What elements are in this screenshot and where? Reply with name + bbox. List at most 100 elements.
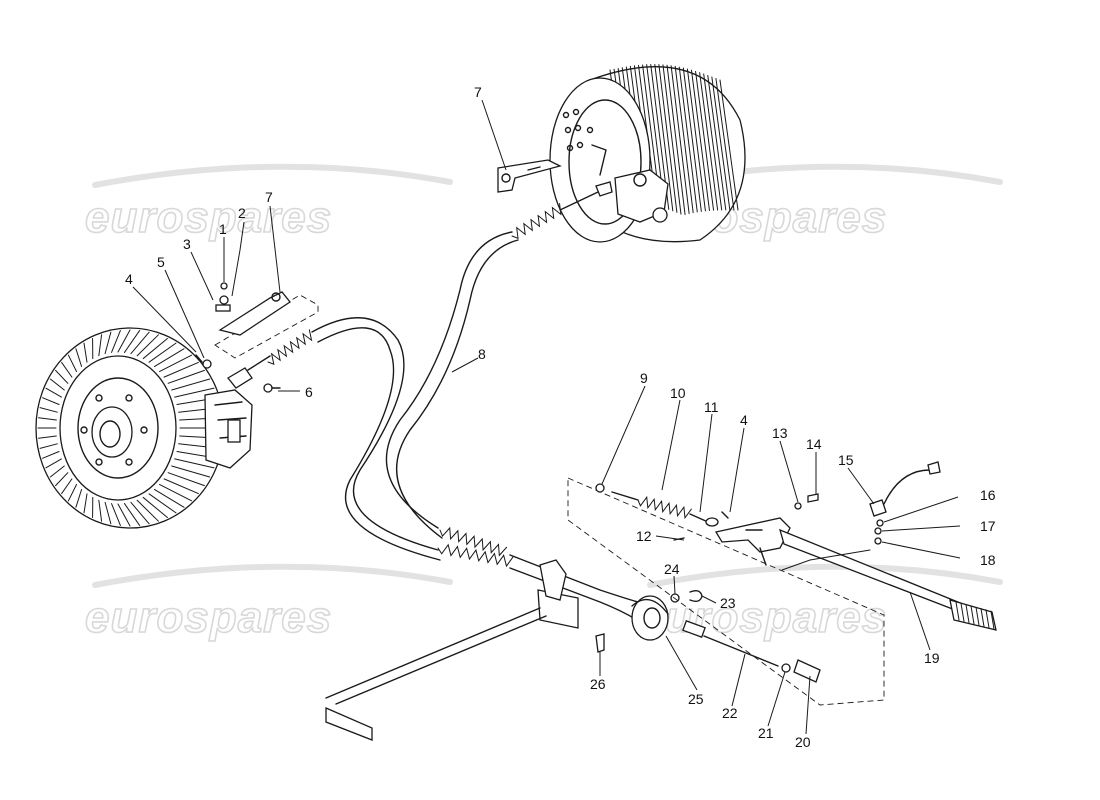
watermark-text: eurospares bbox=[640, 593, 887, 642]
callout-24: 24 bbox=[664, 561, 680, 577]
left-drum-fin bbox=[42, 397, 60, 406]
left-drum-fin bbox=[61, 478, 73, 495]
left-drum-fin bbox=[123, 503, 141, 526]
right-drum-fin bbox=[707, 74, 727, 211]
bolt-6 bbox=[263, 383, 273, 393]
left-drum-fin bbox=[174, 458, 215, 469]
callout-4b: 4 bbox=[740, 412, 748, 428]
leader-4 bbox=[132, 286, 197, 353]
callout-4: 4 bbox=[125, 271, 133, 287]
left-drum-fin bbox=[117, 329, 131, 353]
watermark-bottom-right: eurospares bbox=[639, 563, 1003, 643]
equalizer-assembly bbox=[325, 554, 703, 741]
right-drum-fin bbox=[674, 65, 694, 214]
leader-15 bbox=[847, 467, 875, 505]
callout-13: 13 bbox=[772, 425, 788, 441]
switch-15-connector bbox=[927, 461, 941, 475]
cable-spring-left-coil bbox=[267, 329, 313, 366]
grip-knurl bbox=[980, 608, 985, 627]
lever-ratchet-bracket bbox=[714, 517, 791, 553]
right-backplate-hole bbox=[576, 141, 584, 149]
washer-17 bbox=[874, 527, 882, 535]
right-drum-fin bbox=[666, 64, 686, 215]
right-brake-adjuster bbox=[652, 207, 668, 223]
leader-19 bbox=[909, 591, 931, 651]
left-drum-fin bbox=[148, 493, 177, 514]
bolt-1 bbox=[220, 282, 228, 290]
callout-21: 21 bbox=[758, 725, 774, 741]
cable-top-rod bbox=[559, 191, 599, 211]
leader-2 bbox=[231, 221, 245, 297]
left-drum-fin bbox=[104, 331, 112, 355]
left-drum-fin bbox=[163, 361, 199, 378]
cable-top-spring bbox=[511, 203, 562, 240]
lever-mount-line bbox=[781, 549, 871, 571]
left-drum-bolt-hole bbox=[80, 426, 88, 434]
spring-10 bbox=[637, 495, 692, 520]
left-drum-bolt-hole bbox=[125, 394, 133, 402]
cable-rod-left bbox=[247, 355, 271, 371]
callout-17: 17 bbox=[980, 518, 996, 534]
right-drum-fin bbox=[719, 79, 739, 211]
support-bar-b bbox=[335, 615, 547, 705]
support-foot-plate bbox=[325, 707, 373, 741]
leader-21 bbox=[767, 671, 786, 727]
grip-knurl bbox=[955, 601, 960, 621]
left-drum-fin bbox=[153, 488, 185, 508]
left-drum-fin bbox=[67, 483, 78, 502]
left-drum-fin bbox=[75, 488, 83, 508]
callout-11: 11 bbox=[704, 399, 719, 415]
switch-15-wire bbox=[883, 469, 931, 505]
left-drum-fin bbox=[142, 337, 168, 360]
callout-16: 16 bbox=[980, 487, 996, 503]
right-backplate-hole bbox=[562, 111, 570, 119]
lever-assembly-dashed-box bbox=[567, 477, 885, 706]
watermark-top-left: eurospares bbox=[84, 163, 453, 243]
callout-23: 23 bbox=[720, 595, 736, 611]
support-bracket bbox=[537, 589, 579, 629]
left-drum-bolt-hole bbox=[125, 458, 133, 466]
left-drum-fin bbox=[49, 465, 65, 478]
rod-end-block bbox=[682, 620, 706, 638]
left-drum-fin bbox=[130, 331, 150, 355]
leader-16 bbox=[883, 496, 959, 523]
leader-7-top bbox=[481, 99, 507, 171]
washer-21 bbox=[781, 663, 791, 673]
grip-knurl bbox=[970, 605, 975, 625]
leader-24 bbox=[673, 575, 676, 595]
left-drum-fin bbox=[167, 369, 205, 384]
callout-15: 15 bbox=[838, 452, 854, 468]
lever-ratchet-detail bbox=[745, 529, 767, 566]
right-backplate-hole bbox=[566, 144, 574, 152]
right-backplate-hole bbox=[574, 124, 582, 132]
leader-lines bbox=[132, 99, 961, 735]
leader-10 bbox=[661, 399, 681, 491]
brake-cables bbox=[311, 181, 613, 568]
right-drum-backplate-ring bbox=[568, 99, 642, 225]
callout-26: 26 bbox=[590, 676, 606, 692]
right-drum-fin bbox=[682, 67, 702, 212]
lower-dashed-group bbox=[567, 477, 885, 706]
leader-5 bbox=[164, 269, 205, 359]
left-drum-fin bbox=[158, 354, 193, 373]
grip-knurl bbox=[975, 606, 980, 626]
bracket-left-assembly bbox=[195, 282, 319, 369]
right-drum-fin bbox=[670, 65, 690, 214]
nut-3 bbox=[215, 304, 231, 312]
callout-6: 6 bbox=[305, 384, 313, 400]
left-caliper-lever bbox=[227, 419, 241, 443]
right-drum-fin bbox=[678, 66, 698, 213]
grip-knurl bbox=[960, 602, 965, 622]
left-drum-fin bbox=[142, 496, 168, 519]
washer-16 bbox=[876, 519, 884, 527]
sleeve-20 bbox=[793, 659, 821, 683]
left-drum-hub bbox=[91, 406, 133, 458]
left-drum-fin bbox=[67, 354, 78, 373]
left-drum-fin bbox=[117, 503, 131, 527]
left-drum-fin bbox=[55, 369, 69, 384]
leader-3 bbox=[190, 251, 214, 301]
callout-12: 12 bbox=[636, 528, 652, 544]
right-drum-fin bbox=[690, 69, 710, 212]
callout-25: 25 bbox=[688, 691, 704, 707]
